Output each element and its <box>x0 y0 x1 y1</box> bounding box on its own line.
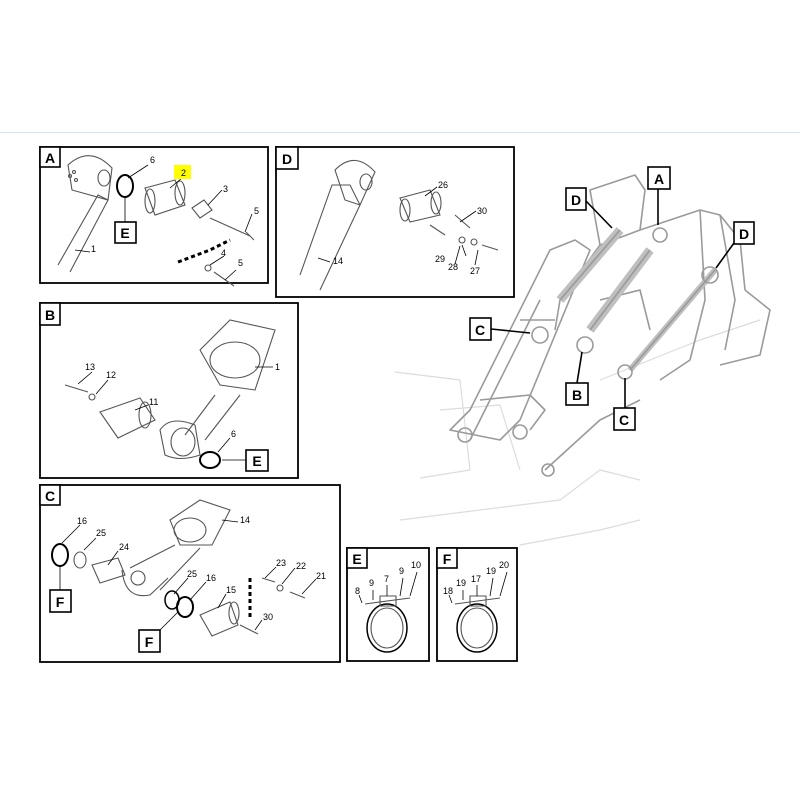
panel-e-title: E <box>352 551 361 567</box>
part-16: 16 <box>77 516 87 526</box>
part-8: 8 <box>355 586 360 596</box>
ref-label: F <box>145 634 154 650</box>
part-22: 22 <box>296 561 306 571</box>
part-18: 18 <box>443 586 453 596</box>
part-25: 25 <box>96 528 106 538</box>
overview-callout-c-bottom[interactable]: C <box>613 378 636 431</box>
part-21: 21 <box>316 571 326 581</box>
panel-e: E 8 9 7 9 10 <box>346 547 430 662</box>
panel-b: B 13 12 11 1 6 E <box>39 302 299 479</box>
callout-label: D <box>739 226 749 242</box>
part-7: 7 <box>384 574 389 584</box>
part-29: 29 <box>435 254 445 264</box>
part-30: 30 <box>477 206 487 216</box>
part-30: 30 <box>263 612 273 622</box>
part-23: 23 <box>276 558 286 568</box>
panel-d: D 26 30 14 29 28 27 <box>275 146 515 298</box>
part-9b: 9 <box>399 566 404 576</box>
callout-label: D <box>571 192 581 208</box>
overview-callout-d-right[interactable]: D <box>715 221 755 269</box>
part-19b: 19 <box>486 566 496 576</box>
ref-f-c2[interactable]: F <box>138 629 161 653</box>
part-13: 13 <box>85 362 95 372</box>
part-16b: 16 <box>206 573 216 583</box>
part-17: 17 <box>471 574 481 584</box>
part-24: 24 <box>119 542 129 552</box>
ref-f-c1[interactable]: F <box>49 589 72 613</box>
part-27: 27 <box>470 266 480 276</box>
part-10: 10 <box>411 560 421 570</box>
part-9: 9 <box>369 578 374 588</box>
part-20: 20 <box>499 560 509 570</box>
part-5: 5 <box>254 206 259 216</box>
part-12: 12 <box>106 370 116 380</box>
part-19: 19 <box>456 578 466 588</box>
ref-e-a[interactable]: E <box>114 221 137 244</box>
part-1: 1 <box>275 362 280 372</box>
panel-b-title: B <box>45 307 55 323</box>
callout-label: B <box>572 387 582 403</box>
part-25b: 25 <box>187 569 197 579</box>
panel-d-title: D <box>282 151 292 167</box>
panel-f-title: F <box>443 551 452 567</box>
part-11: 11 <box>149 397 158 407</box>
panel-a-title: A <box>45 150 55 166</box>
ref-label: F <box>56 594 65 610</box>
ref-label: E <box>120 225 129 241</box>
top-separator <box>0 132 800 133</box>
panel-c: C <box>39 484 341 663</box>
part-14: 14 <box>240 515 250 525</box>
machine-overview <box>394 174 771 546</box>
overview-callout-a[interactable]: A <box>647 166 671 225</box>
overview-callout-b[interactable]: B <box>565 351 589 406</box>
part-14: 14 <box>333 256 343 266</box>
part-5b: 5 <box>238 258 243 268</box>
part-15: 15 <box>226 585 236 595</box>
panel-c-title: C <box>45 488 55 504</box>
part-2: 2 <box>181 168 186 178</box>
part-6: 6 <box>231 429 236 439</box>
part-28: 28 <box>448 262 458 272</box>
ref-label: E <box>252 453 261 469</box>
part-26: 26 <box>438 180 448 190</box>
part-4: 4 <box>221 248 226 258</box>
callout-label: A <box>654 171 664 187</box>
callout-label: C <box>475 322 485 338</box>
callout-label: C <box>619 412 629 428</box>
part-6: 6 <box>150 155 155 165</box>
part-3: 3 <box>223 184 228 194</box>
overview-callout-d-top[interactable]: D <box>565 187 613 229</box>
ref-e-b[interactable]: E <box>245 449 269 472</box>
overview-callout-c-left[interactable]: C <box>469 317 531 341</box>
panel-f: F 18 19 17 19 20 <box>436 547 518 662</box>
panel-a: A <box>39 146 269 287</box>
part-1: 1 <box>91 244 96 254</box>
